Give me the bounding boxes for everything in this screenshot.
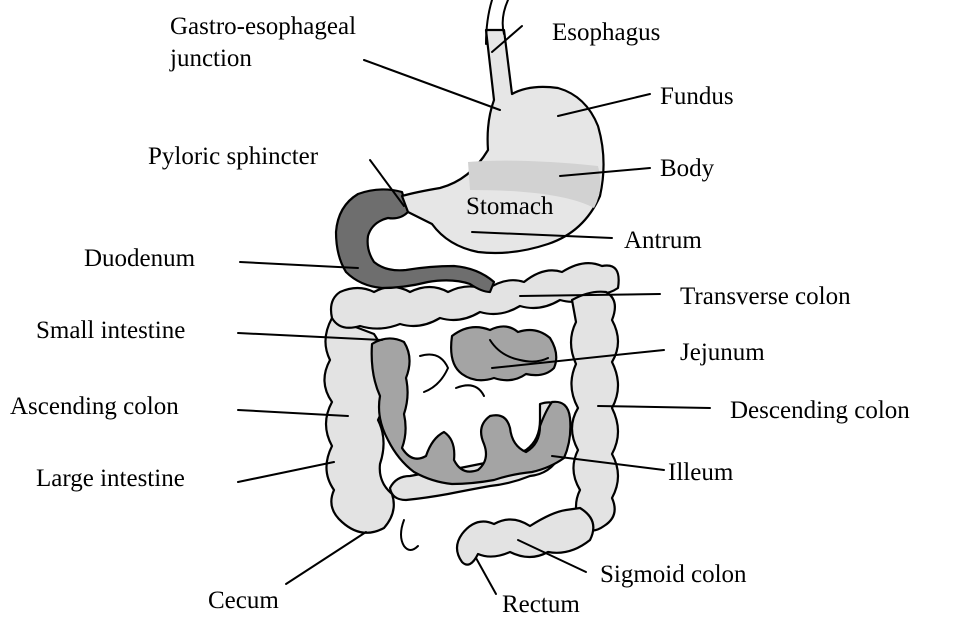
label-esophagus: Esophagus [552,19,660,46]
label-gastro-esophageal-line2: junction [169,45,252,72]
cecum-appendix-shape [401,520,418,550]
sigmoid-colon-shape [457,508,593,565]
leader-cecum [286,532,366,584]
label-transverse-colon: Transverse colon [680,283,851,310]
label-rectum: Rectum [502,591,580,617]
leader-descending [598,406,710,408]
label-body: Body [660,155,715,182]
label-fundus: Fundus [660,83,734,110]
label-large-intestine: Large intestine [36,465,185,492]
label-jejunum: Jejunum [680,339,765,366]
label-duodenum: Duodenum [84,245,196,272]
label-stomach: Stomach [466,193,554,220]
label-antrum: Antrum [624,227,702,254]
label-cecum: Cecum [208,587,279,614]
colon [324,263,618,565]
label-ascending-colon: Ascending colon [10,393,179,420]
label-small-intestine: Small intestine [36,317,185,344]
leader-large-intestine [238,462,334,482]
descending-colon-shape [571,292,618,531]
leader-gastro-esophageal [364,60,500,110]
label-illeum: Illeum [668,459,734,486]
label-sigmoid-colon: Sigmoid colon [600,561,747,588]
label-pyloric-sphincter: Pyloric sphincter [148,143,319,170]
label-descending-colon: Descending colon [730,397,910,424]
label-gastro-esophageal-line1: Gastro-esophageal [170,13,356,40]
leader-rectum [476,558,496,594]
